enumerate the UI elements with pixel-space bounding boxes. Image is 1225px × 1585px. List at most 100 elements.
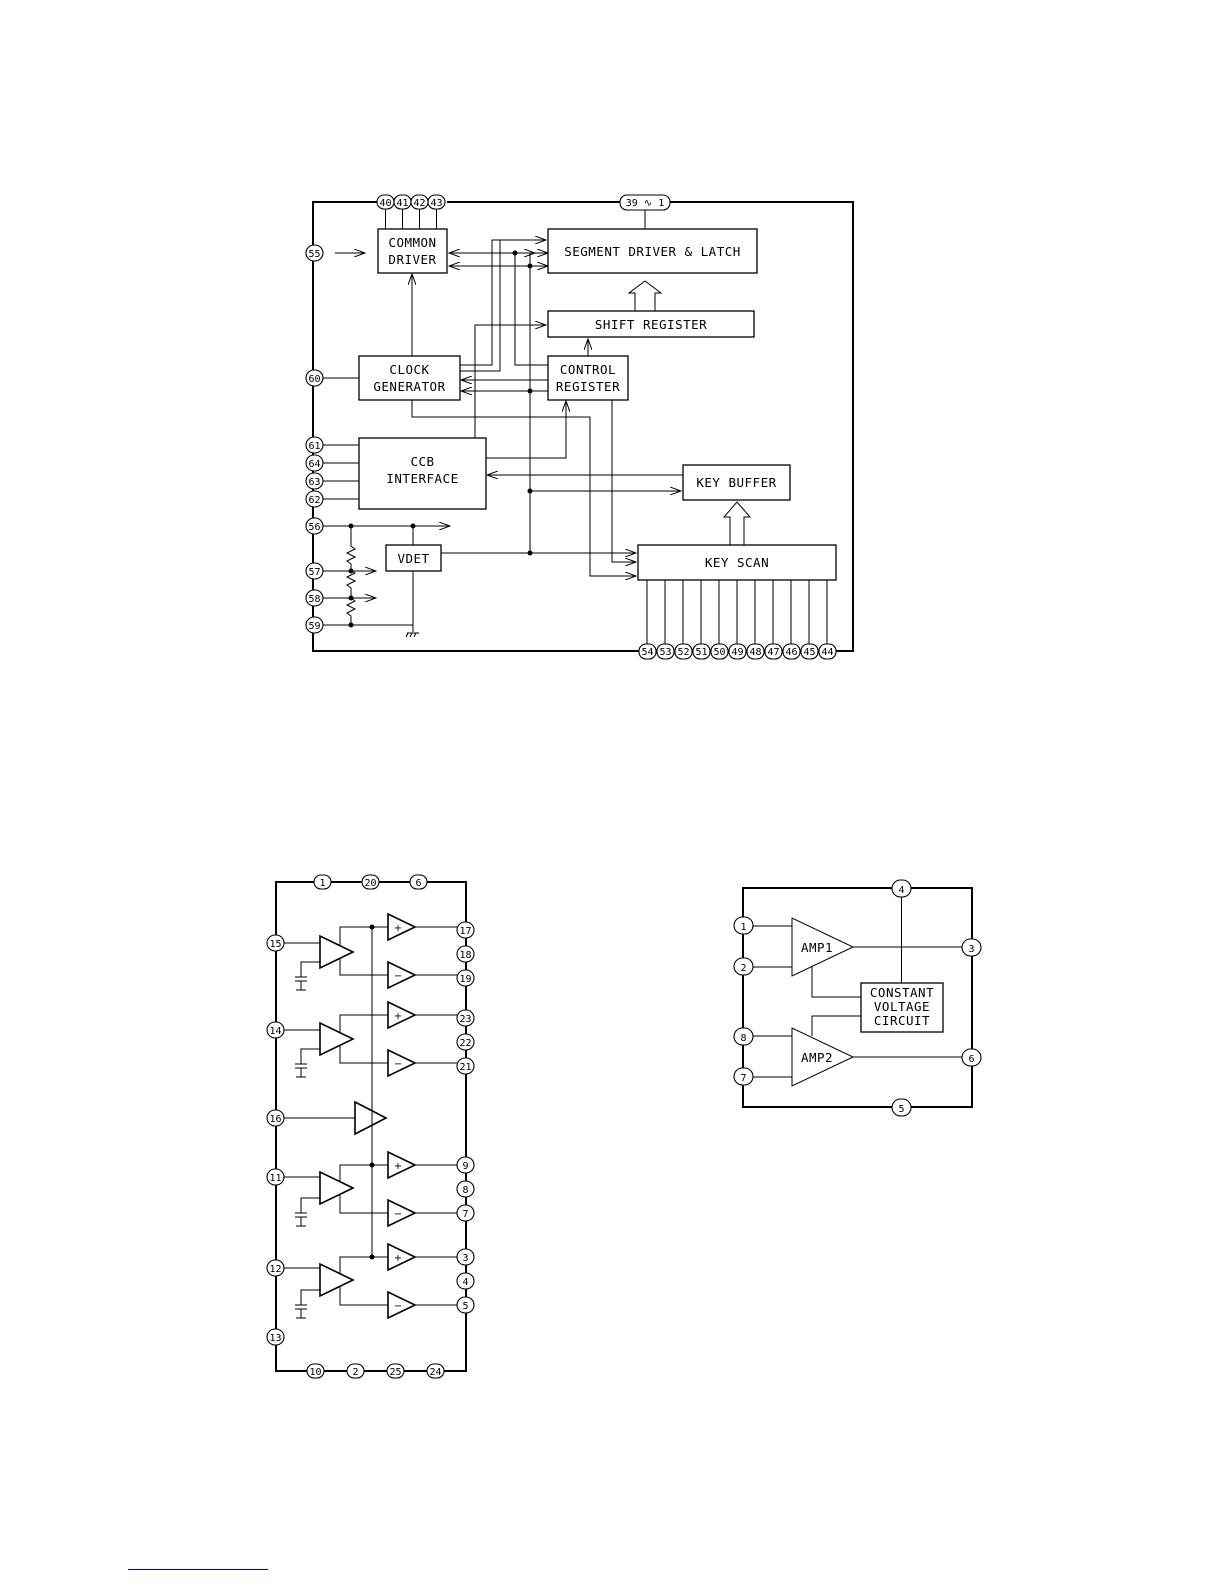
pin-10-label: 10	[309, 1367, 321, 1378]
amp1-label: AMP1	[801, 940, 833, 955]
key-buffer-label: KEY BUFFER	[696, 475, 776, 490]
amp-pin-4-label: 4	[898, 885, 904, 896]
pin-7-label: 7	[462, 1209, 468, 1220]
clock-generator-label-1: CLOCK	[389, 362, 429, 377]
pin-11-label: 11	[269, 1173, 281, 1184]
control-register-label-1: CONTROL	[560, 362, 616, 377]
pin-53-label: 53	[659, 647, 671, 658]
ccb-interface-block	[358, 437, 487, 510]
pin-9-label: 9	[462, 1161, 468, 1172]
shift-register-label: SHIFT REGISTER	[595, 317, 707, 332]
shift-register-block	[547, 310, 755, 338]
amp-pin-6-label: 6	[968, 1054, 974, 1065]
pin-4-label: 4	[462, 1277, 468, 1288]
amp-pin-5-label: 5	[898, 1104, 904, 1115]
constant-voltage-label-1: CONSTANT	[870, 985, 934, 1000]
pin-59-label: 59	[308, 621, 320, 632]
pin-51-label: 51	[695, 647, 707, 658]
pin-6-label: 6	[415, 878, 421, 889]
clock-generator-label-2: GENERATOR	[373, 379, 445, 394]
buffer-sign-7: +	[394, 1253, 402, 1264]
buffer-sign-3: +	[394, 1011, 402, 1022]
pin-25-label: 25	[389, 1367, 401, 1378]
pin-44-label: 44	[821, 647, 833, 658]
pin-50-label: 50	[713, 647, 725, 658]
pin-55-label: 55	[308, 249, 320, 260]
bus-arrow-keyscan-to-buffer	[722, 501, 752, 545]
footer-link-underline[interactable]	[128, 1569, 268, 1570]
segment-driver-block	[547, 228, 758, 274]
segment-driver-label: SEGMENT DRIVER & LATCH	[564, 244, 741, 259]
lcd-driver-frame	[312, 201, 854, 652]
key-scan-block	[637, 544, 837, 581]
lcd-driver-block-diagram: 40 41 42 43 39 ∿ 1 COMMON DRIVER SEGMENT…	[305, 194, 854, 660]
pin-19-label: 19	[459, 974, 471, 985]
dual-amplifier-diagram: 4 5 1 2 8 7 3 6 AMP1 AMP2 CONSTANT VOLTA…	[733, 879, 982, 1117]
common-driver-label-2: DRIVER	[388, 252, 436, 267]
control-register-label-2: REGISTER	[556, 379, 620, 394]
pin-20-label: 20	[364, 878, 376, 889]
pin-57-label: 57	[308, 567, 320, 578]
constant-voltage-block	[860, 982, 944, 1033]
key-buffer-block	[682, 464, 791, 501]
bus-arrow-shift-to-segment	[627, 280, 663, 311]
pin-2-label: 2	[352, 1367, 358, 1378]
pin-41-label: 41	[396, 198, 408, 209]
vdet-label: VDET	[397, 551, 429, 566]
pin-46-label: 46	[785, 647, 797, 658]
channel-2	[284, 1000, 457, 1078]
pin-14-label: 14	[269, 1026, 281, 1037]
amp2-label: AMP2	[801, 1050, 833, 1065]
pin-49-label: 49	[731, 647, 743, 658]
channel-3	[284, 1150, 457, 1228]
ccb-interface-label-1: CCB	[410, 454, 434, 469]
pin-17-label: 17	[459, 926, 471, 937]
pin-8-label: 8	[462, 1185, 468, 1196]
pin-24-label: 24	[429, 1367, 441, 1378]
amp-pin-3-label: 3	[968, 944, 974, 955]
buffer-sign-6: −	[394, 1209, 402, 1220]
control-register-block	[547, 355, 629, 401]
pin-23-label: 23	[459, 1014, 471, 1025]
pin-5-label: 5	[462, 1301, 468, 1312]
amp1-triangle	[791, 917, 855, 977]
buffer-sign-1: +	[394, 923, 402, 934]
amp-pin-2-label: 2	[740, 963, 746, 974]
amp2-triangle	[791, 1027, 855, 1087]
amp-pin-7-label: 7	[740, 1073, 746, 1084]
common-driver-label-1: COMMON	[388, 235, 436, 250]
pin-61-label: 61	[308, 441, 320, 452]
pin-13-label: 13	[269, 1333, 281, 1344]
buffer-sign-5: +	[394, 1161, 402, 1172]
pin-45-label: 45	[803, 647, 815, 658]
pin-63-label: 63	[308, 477, 320, 488]
ccb-interface-label-2: INTERFACE	[386, 471, 458, 486]
pin-15-label: 15	[269, 939, 281, 950]
pin-21-label: 21	[459, 1062, 471, 1073]
constant-voltage-label-3: CIRCUIT	[874, 1013, 930, 1028]
bias-buffer	[284, 1100, 388, 1136]
lcd-driver-junctions	[348, 250, 533, 628]
constant-voltage-label-2: VOLTAGE	[874, 999, 930, 1014]
buffer-sign-4: −	[394, 1059, 402, 1070]
pin-62-label: 62	[308, 495, 320, 506]
dual-amplifier-frame	[742, 887, 973, 1108]
amp-pin-8-label: 8	[740, 1033, 746, 1044]
pin-12-label: 12	[269, 1264, 281, 1275]
buffer-sign-2: −	[394, 971, 402, 982]
pin-1-label: 1	[319, 878, 325, 889]
pin-58-label: 58	[308, 594, 320, 605]
pins-top-common: 40 41 42 43	[376, 194, 446, 229]
pin-64-label: 64	[308, 459, 320, 470]
pin-segment-range-label: 39 ∿ 1	[626, 198, 664, 209]
pin-40-label: 40	[379, 198, 391, 209]
pin-47-label: 47	[767, 647, 779, 658]
pin-56-label: 56	[308, 522, 320, 533]
pin-3-label: 3	[462, 1253, 468, 1264]
pin-16-label: 16	[269, 1114, 281, 1125]
clock-generator-block	[358, 355, 461, 401]
pin-52-label: 52	[677, 647, 689, 658]
pins-left: 55 60 61 64 63 62 56 57 58 59	[305, 244, 324, 634]
channel-1	[284, 912, 457, 991]
